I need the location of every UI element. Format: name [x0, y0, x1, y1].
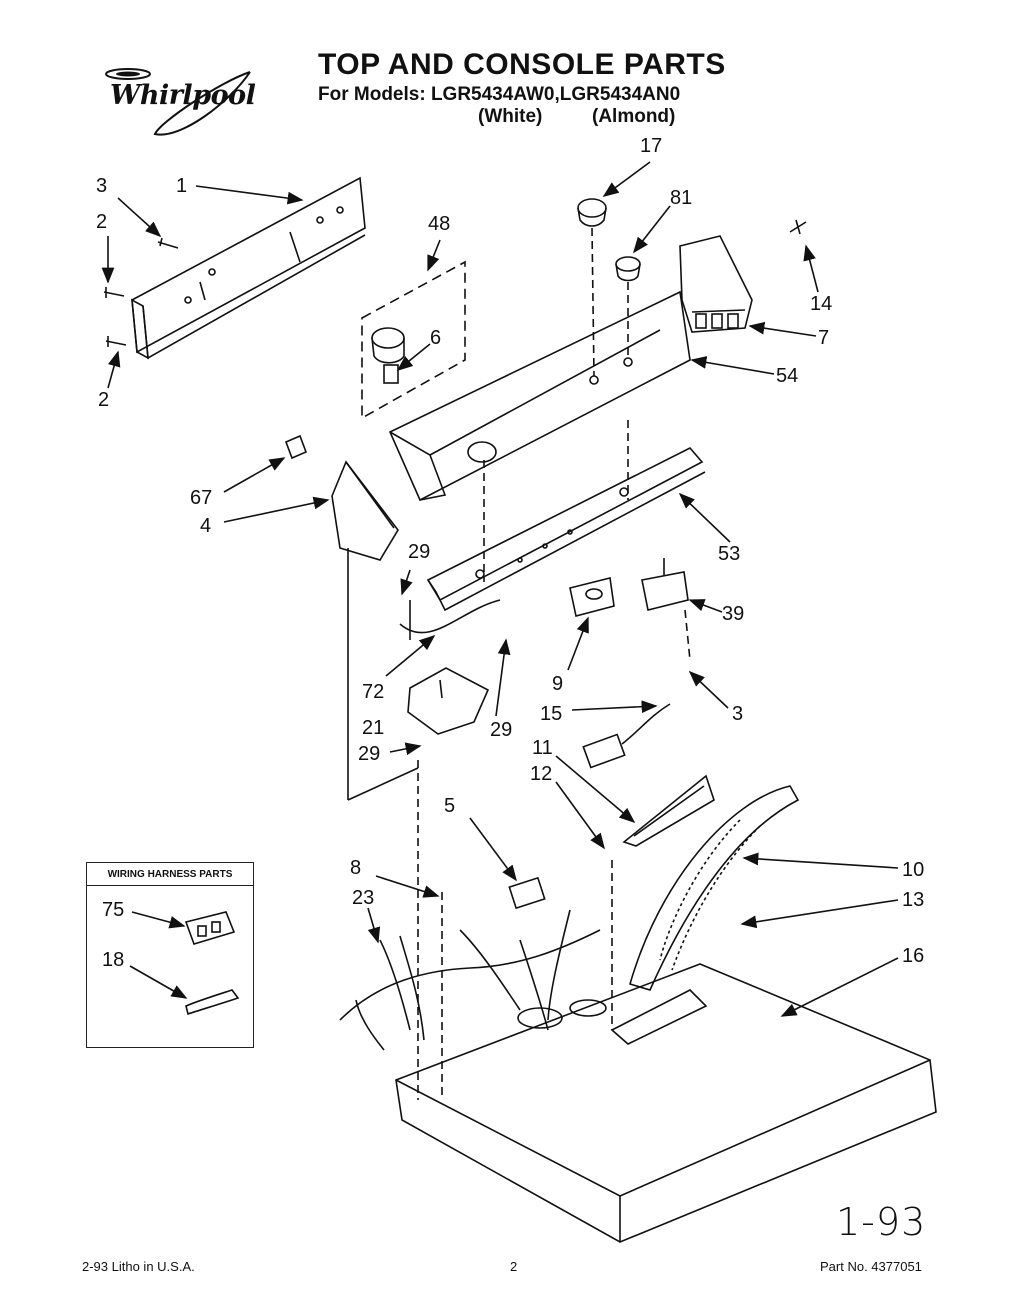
- part-1-rear-panel: [131, 176, 366, 360]
- callout-6: 6: [430, 327, 442, 349]
- brand-name: Whirlpool: [110, 80, 256, 111]
- whirlpool-logo: Whirlpool: [100, 62, 260, 142]
- harness-box-parts: [184, 911, 240, 1016]
- callout-48: 48: [428, 213, 451, 235]
- knob-17: [577, 198, 607, 377]
- part-54-console-top: [388, 290, 691, 502]
- callout-18: 18: [102, 949, 125, 971]
- part-9-switch: [569, 577, 615, 617]
- part-16-top-panel: [395, 963, 937, 1243]
- callout-29: 29: [408, 541, 431, 563]
- callout-39: 39: [722, 603, 745, 625]
- callout-29: 29: [358, 743, 381, 765]
- callout-21: 21: [362, 717, 385, 739]
- page-title: TOP AND CONSOLE PARTS: [318, 48, 726, 81]
- color-white-label: (White): [478, 106, 543, 127]
- callout-2: 2: [96, 211, 108, 233]
- callout-1: 1: [176, 175, 188, 197]
- part-11-lint-door: [622, 774, 715, 847]
- screw-14: [789, 219, 807, 235]
- handwritten-note: 1-93: [836, 1200, 927, 1244]
- callout-29: 29: [490, 719, 513, 741]
- callout-54: 54: [776, 365, 799, 387]
- callout-3: 3: [732, 703, 744, 725]
- part-21-motor: [407, 667, 490, 735]
- callout-2: 2: [98, 389, 110, 411]
- part-5-connector: [508, 876, 546, 910]
- callout-81: 81: [670, 187, 693, 209]
- callout-5: 5: [444, 795, 456, 817]
- part-53-lower-channel: [426, 447, 706, 612]
- callout-10: 10: [902, 859, 925, 881]
- footer-date: 2-93 Litho in U.S.A.: [82, 1259, 195, 1274]
- screws-2-3: [103, 237, 179, 347]
- callout-9: 9: [552, 673, 564, 695]
- models-line: For Models: LGR5434AW0,LGR5434AN0: [318, 84, 681, 105]
- callout-15: 15: [540, 703, 563, 725]
- callout-23: 23: [352, 887, 375, 909]
- leader-arrows: [101, 161, 899, 1017]
- callout-11: 11: [532, 737, 553, 759]
- callout-16: 16: [902, 945, 925, 967]
- callout-3: 3: [96, 175, 108, 197]
- callout-12: 12: [530, 763, 553, 785]
- callout-17: 17: [640, 135, 663, 157]
- logo-swirl-icon: [105, 68, 251, 136]
- footer-page-number: 2: [510, 1259, 518, 1274]
- harness-box-title: WIRING HARNESS PARTS: [87, 863, 253, 886]
- part-7-end-bracket: [679, 235, 753, 333]
- part-39-timer: [641, 558, 691, 661]
- callout-4: 4: [200, 515, 212, 537]
- part-48-dashed-group: [361, 260, 466, 420]
- part-15-plug: [582, 703, 671, 769]
- color-almond-label: (Almond): [592, 106, 676, 127]
- knob-81: [615, 256, 641, 358]
- callout-8: 8: [350, 857, 362, 879]
- footer-part-number: Part No. 4377051: [820, 1259, 922, 1274]
- callout-75: 75: [102, 899, 125, 921]
- wiring-harness-parts-box: WIRING HARNESS PARTS: [86, 862, 254, 1048]
- guide-lines: [417, 420, 629, 1100]
- callout-7: 7: [818, 327, 830, 349]
- wire-72: [399, 599, 501, 634]
- part-4-end-cap: [331, 460, 399, 561]
- callout-13: 13: [902, 889, 925, 911]
- callout-67: 67: [190, 487, 213, 509]
- part-23-harness: [339, 909, 601, 1051]
- clip-67: [284, 434, 308, 460]
- callout-72: 72: [362, 681, 385, 703]
- callout-14: 14: [810, 293, 833, 315]
- callout-53: 53: [718, 543, 741, 565]
